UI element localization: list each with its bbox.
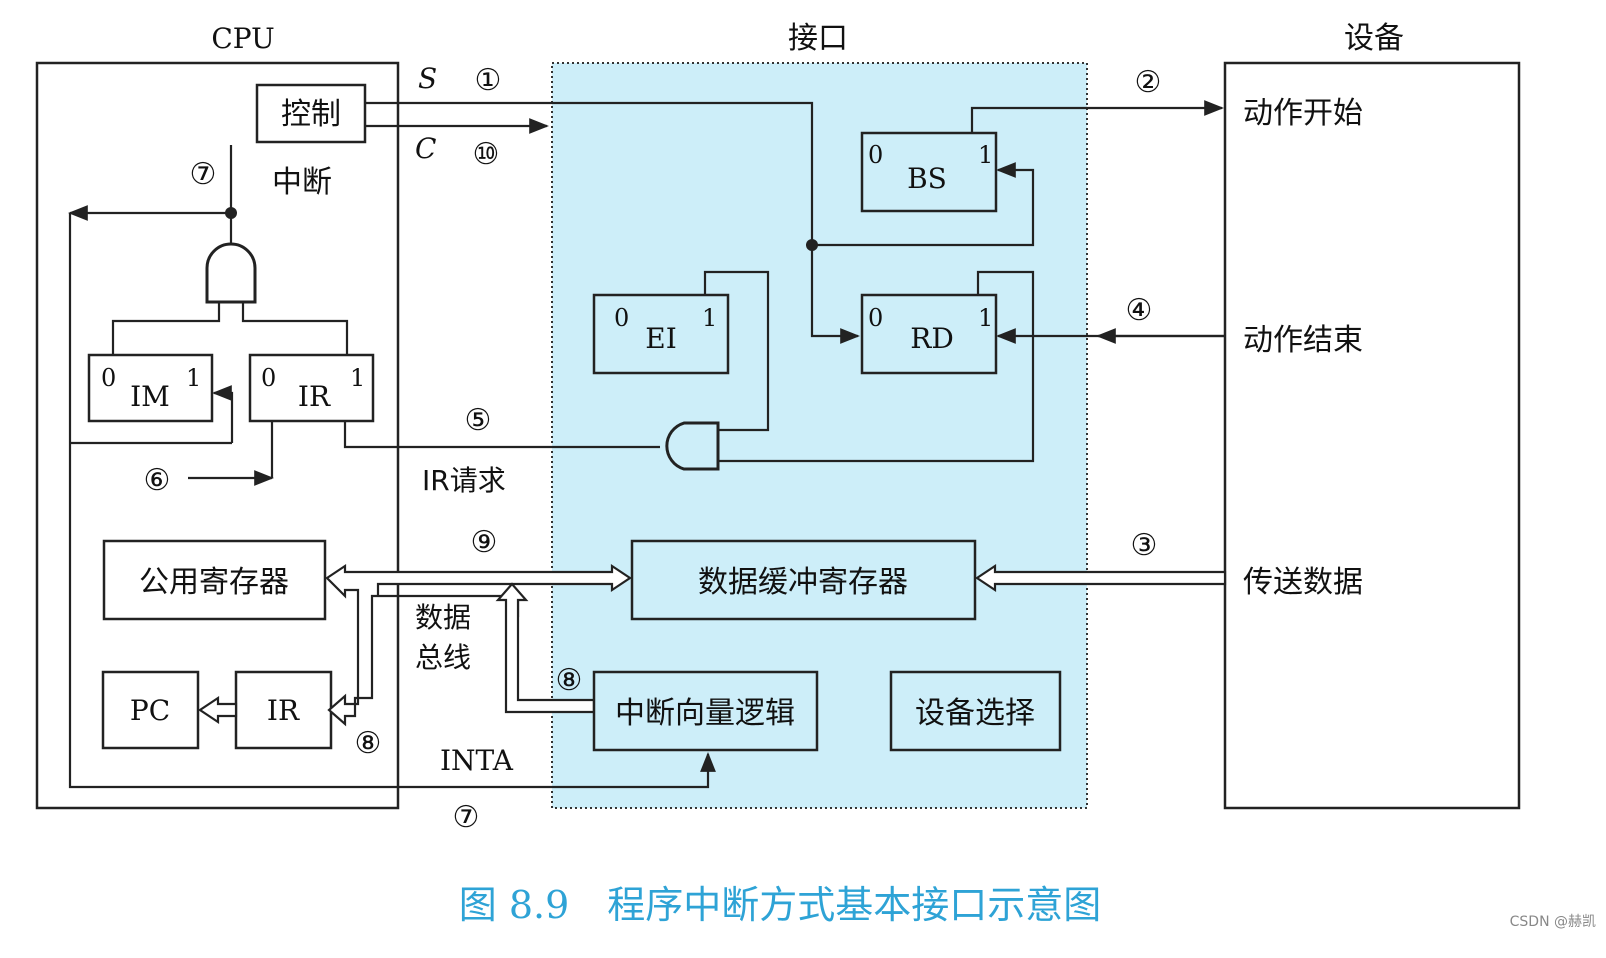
svg-text:IM: IM	[130, 380, 170, 413]
svg-text:1: 1	[978, 141, 993, 169]
ir-flag-register	[248, 353, 375, 423]
signal-c: C	[415, 132, 436, 165]
cpu-and-gate	[205, 242, 257, 304]
svg-text:BS: BS	[907, 162, 947, 195]
device-select-box	[889, 670, 1062, 752]
im-register	[87, 353, 214, 423]
watermark: CSDN @赫凯	[1510, 914, 1596, 930]
device-select-label: 设备选择	[915, 696, 1035, 731]
ei-register	[592, 293, 730, 375]
device-end-label: 动作结束	[1243, 323, 1363, 358]
vector-to-bus-arrow	[495, 582, 596, 714]
svg-text:1: 1	[186, 364, 201, 392]
svg-text:PC: PC	[130, 694, 170, 727]
interface-and-gate	[665, 421, 720, 471]
svg-text:0: 0	[868, 304, 883, 332]
device-start-label: 动作开始	[1243, 96, 1363, 131]
control-label: 控制	[281, 97, 341, 132]
step-10: ⑩	[473, 137, 500, 172]
device-transfer-label: 传送数据	[1243, 565, 1363, 600]
cpu-header: CPU	[211, 22, 274, 55]
step-9: ⑨	[471, 525, 498, 560]
rd-register	[860, 293, 998, 375]
ir-to-pc-arrow	[198, 695, 238, 725]
device-box	[1223, 61, 1521, 810]
general-registers-label: 公用寄存器	[139, 565, 289, 600]
step-6: ⑥	[144, 463, 171, 498]
figure-caption: 图 8.9 程序中断方式基本接口示意图	[459, 883, 1102, 927]
step-8-vector: ⑧	[556, 663, 583, 698]
data-bus-label-1: 数据	[415, 601, 471, 634]
step-5: ⑤	[465, 403, 492, 438]
vector-logic-box	[592, 670, 819, 752]
interface-header: 接口	[788, 21, 848, 56]
svg-text:EI: EI	[645, 322, 677, 355]
data-buffer-label: 数据缓冲寄存器	[698, 565, 908, 600]
step-1: ①	[475, 63, 502, 98]
svg-text:IR: IR	[298, 380, 331, 413]
inta-label: INTA	[440, 744, 514, 777]
bs-register	[860, 131, 998, 213]
control-box	[255, 83, 367, 144]
svg-text:1: 1	[350, 364, 365, 392]
vector-logic-label: 中断向量逻辑	[615, 696, 795, 731]
svg-text:0: 0	[261, 364, 276, 392]
svg-text:0: 0	[101, 364, 116, 392]
device-to-buffer-bus	[975, 563, 1227, 593]
data-bus-main	[325, 563, 632, 727]
general-registers	[102, 539, 327, 621]
cpu-box	[35, 61, 400, 810]
pc-register	[101, 670, 200, 750]
ir-request-label: IR请求	[422, 464, 506, 497]
device-header: 设备	[1344, 21, 1404, 56]
svg-text:IR: IR	[267, 694, 300, 727]
svg-text:1: 1	[702, 304, 717, 332]
svg-text:1: 1	[978, 304, 993, 332]
step-8-cpu: ⑧	[355, 726, 382, 761]
step-2: ②	[1135, 65, 1162, 100]
step-4: ④	[1126, 293, 1153, 328]
interrupt-label: 中断	[272, 165, 332, 200]
svg-text:0: 0	[614, 304, 629, 332]
step-7-bottom: ⑦	[453, 800, 480, 835]
signal-s: S	[418, 62, 437, 95]
data-bus-label-2: 总线	[415, 641, 471, 674]
svg-text:RD: RD	[910, 322, 954, 355]
svg-text:0: 0	[868, 141, 883, 169]
data-buffer-register	[630, 539, 977, 621]
step-3: ③	[1131, 528, 1158, 563]
step-7-top: ⑦	[190, 157, 217, 192]
